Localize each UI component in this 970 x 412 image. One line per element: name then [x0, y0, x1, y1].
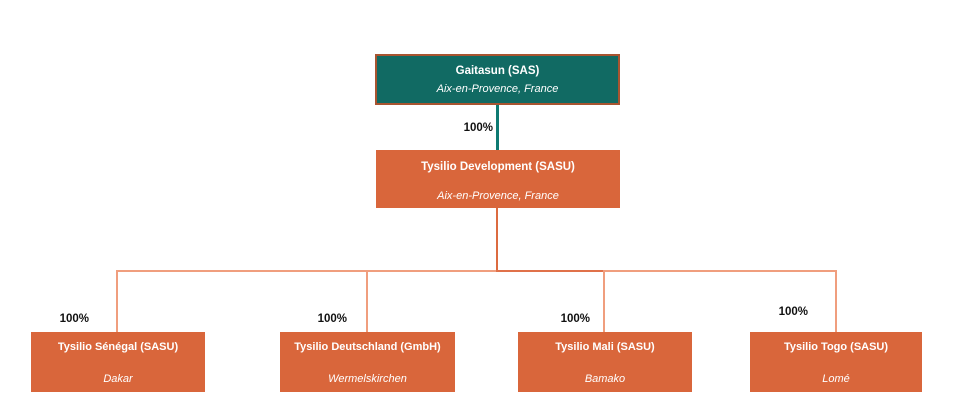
node-parent-company: Gaitasun (SAS) Aix-en-Provence, France: [375, 54, 620, 105]
connector-drop-senegal: [116, 270, 118, 332]
node-subsidiary-senegal: Tysilio Sénégal (SASU) Dakar: [31, 332, 205, 392]
node-subsidiary-deutschland: Tysilio Deutschland (GmbH) Wermelskirche…: [280, 332, 455, 392]
ownership-label-togo: 100%: [778, 306, 808, 318]
ownership-label-deutschland: 100%: [317, 313, 347, 325]
subsidiary-location: Wermelskirchen: [328, 373, 407, 385]
connector-branch-rail: [116, 270, 836, 272]
parent-company-location: Aix-en-Provence, France: [436, 82, 559, 95]
parent-company-name: Gaitasun (SAS): [455, 64, 540, 77]
connector-drop-togo: [835, 270, 837, 332]
subsidiary-name: Tysilio Sénégal (SASU): [57, 341, 179, 353]
subsidiary-name: Tysilio Deutschland (GmbH): [294, 341, 441, 353]
subsidiary-location: Lomé: [822, 373, 850, 385]
connector-drop-mali: [603, 270, 605, 332]
connector-branch-rail-dark-segment: [496, 270, 604, 272]
ownership-label-holding: 100%: [463, 122, 493, 134]
node-subsidiary-togo: Tysilio Togo (SASU) Lomé: [750, 332, 922, 392]
node-holding-company: Tysilio Development (SASU) Aix-en-Proven…: [376, 150, 620, 208]
ownership-label-senegal: 100%: [59, 313, 89, 325]
subsidiary-name: Tysilio Mali (SASU): [555, 341, 655, 353]
holding-company-name: Tysilio Development (SASU): [421, 161, 575, 173]
connector-parent-to-holding: [496, 105, 499, 150]
holding-company-location: Aix-en-Provence, France: [437, 190, 559, 202]
node-subsidiary-mali: Tysilio Mali (SASU) Bamako: [518, 332, 692, 392]
subsidiary-location: Dakar: [103, 373, 133, 385]
ownership-label-mali: 100%: [560, 313, 590, 325]
connector-drop-deutschland: [366, 270, 368, 332]
subsidiary-name: Tysilio Togo (SASU): [783, 341, 889, 353]
subsidiary-location: Bamako: [584, 373, 626, 385]
connector-holding-stem: [496, 208, 498, 271]
